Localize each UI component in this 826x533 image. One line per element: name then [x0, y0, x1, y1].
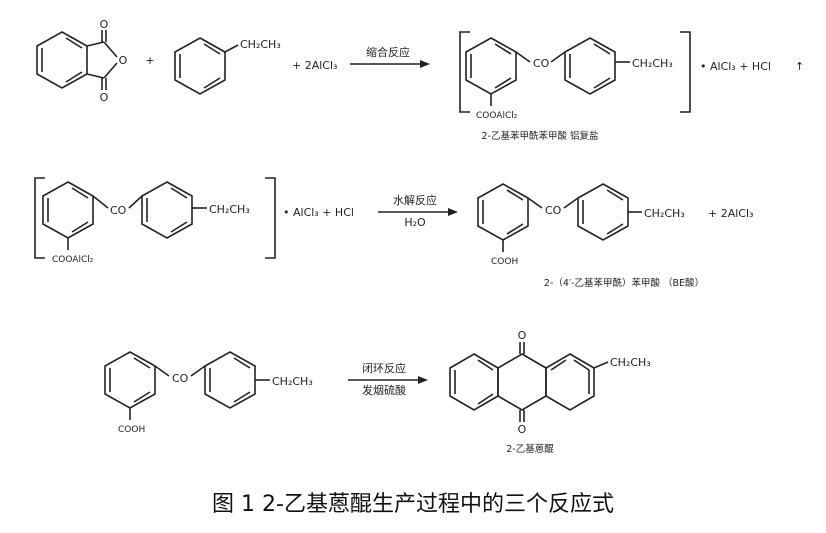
figure-caption: 图 1 2-乙基蒽醌生产过程中的三个反应式: [212, 492, 614, 517]
product-name-be-acid: 2-（4′-乙基苯甲酰）苯甲酸 （BE酸）: [544, 277, 704, 289]
phthalic-anhydride: O O O: [36, 18, 128, 104]
quinone-oxygen-top: O: [518, 329, 527, 342]
reagent-alcl3: + 2AlCl₃: [292, 59, 337, 72]
condition-condensation: 缩合反应: [366, 45, 410, 59]
anhydride-oxygen-bottom: O: [100, 91, 109, 104]
carbonyl-label: CO: [533, 57, 550, 70]
condition-hydrolysis: 水解反应: [393, 193, 437, 207]
arrow-condensation: 缩合反应: [350, 45, 430, 68]
quinone-oxygen-bottom: O: [518, 423, 527, 436]
condition-water: H₂O: [404, 216, 426, 229]
carboxyl-label: COOH: [118, 425, 145, 435]
carbonyl-label: CO: [110, 204, 127, 217]
be-acid-product: CO CH₂CH₃ COOH + 2AlCl₃: [477, 183, 753, 267]
byproduct-label: • AlCl₃ + HCl: [700, 60, 771, 73]
condition-ring-closure: 闭环反应: [362, 361, 406, 375]
ethylanthraquinone-product: O O CH₂CH₃: [449, 329, 651, 436]
be-acid-reactant: CO CH₂CH₃ COOH: [104, 351, 313, 435]
ethylbenzene: CH₂CH₃: [174, 37, 281, 95]
ethyl-group-label: CH₂CH₃: [272, 375, 313, 388]
anhydride-oxygen-ring: O: [119, 54, 128, 67]
aluminum-complex-product: CO CH₂CH₃ COOAlCl₂ • AlCl₃ + HCl ↑: [459, 31, 804, 121]
anhydride-oxygen-top: O: [100, 18, 109, 31]
ethyl-group-label: CH₂CH₃: [209, 203, 250, 216]
arrow-hydrolysis: 水解反应 H₂O: [378, 193, 458, 229]
carboxyl-label: COOH: [491, 257, 518, 267]
ethyl-group-label: CH₂CH₃: [240, 38, 281, 51]
product-name-aluminum-complex: 2-乙基苯甲酰苯甲酸 铝复盐: [482, 130, 599, 142]
condition-oleum: 发烟硫酸: [362, 383, 406, 397]
carbonyl-label: CO: [172, 372, 189, 385]
reagents-label: • AlCl₃ + HCl: [283, 206, 354, 219]
product-name-ethylanthraquinone: 2-乙基蒽醌: [506, 443, 554, 455]
aluminum-complex-reactant: CO CH₂CH₃ COOAlCl₂ • AlCl₃ + HCl: [34, 177, 354, 265]
plus-sign: +: [145, 54, 154, 67]
gas-evolution-arrow: ↑: [795, 60, 804, 73]
byproduct-label: + 2AlCl₃: [708, 207, 753, 220]
carboxylate-aluminum-label: COOAlCl₂: [52, 255, 94, 265]
carboxylate-aluminum-label: COOAlCl₂: [476, 111, 518, 121]
ethyl-group-label: CH₂CH₃: [610, 356, 651, 369]
ethyl-group-label: CH₂CH₃: [644, 207, 685, 220]
ethyl-group-label: CH₂CH₃: [632, 57, 673, 70]
arrow-ring-closure: 闭环反应 发烟硫酸: [348, 361, 428, 397]
carbonyl-label: CO: [545, 204, 562, 217]
